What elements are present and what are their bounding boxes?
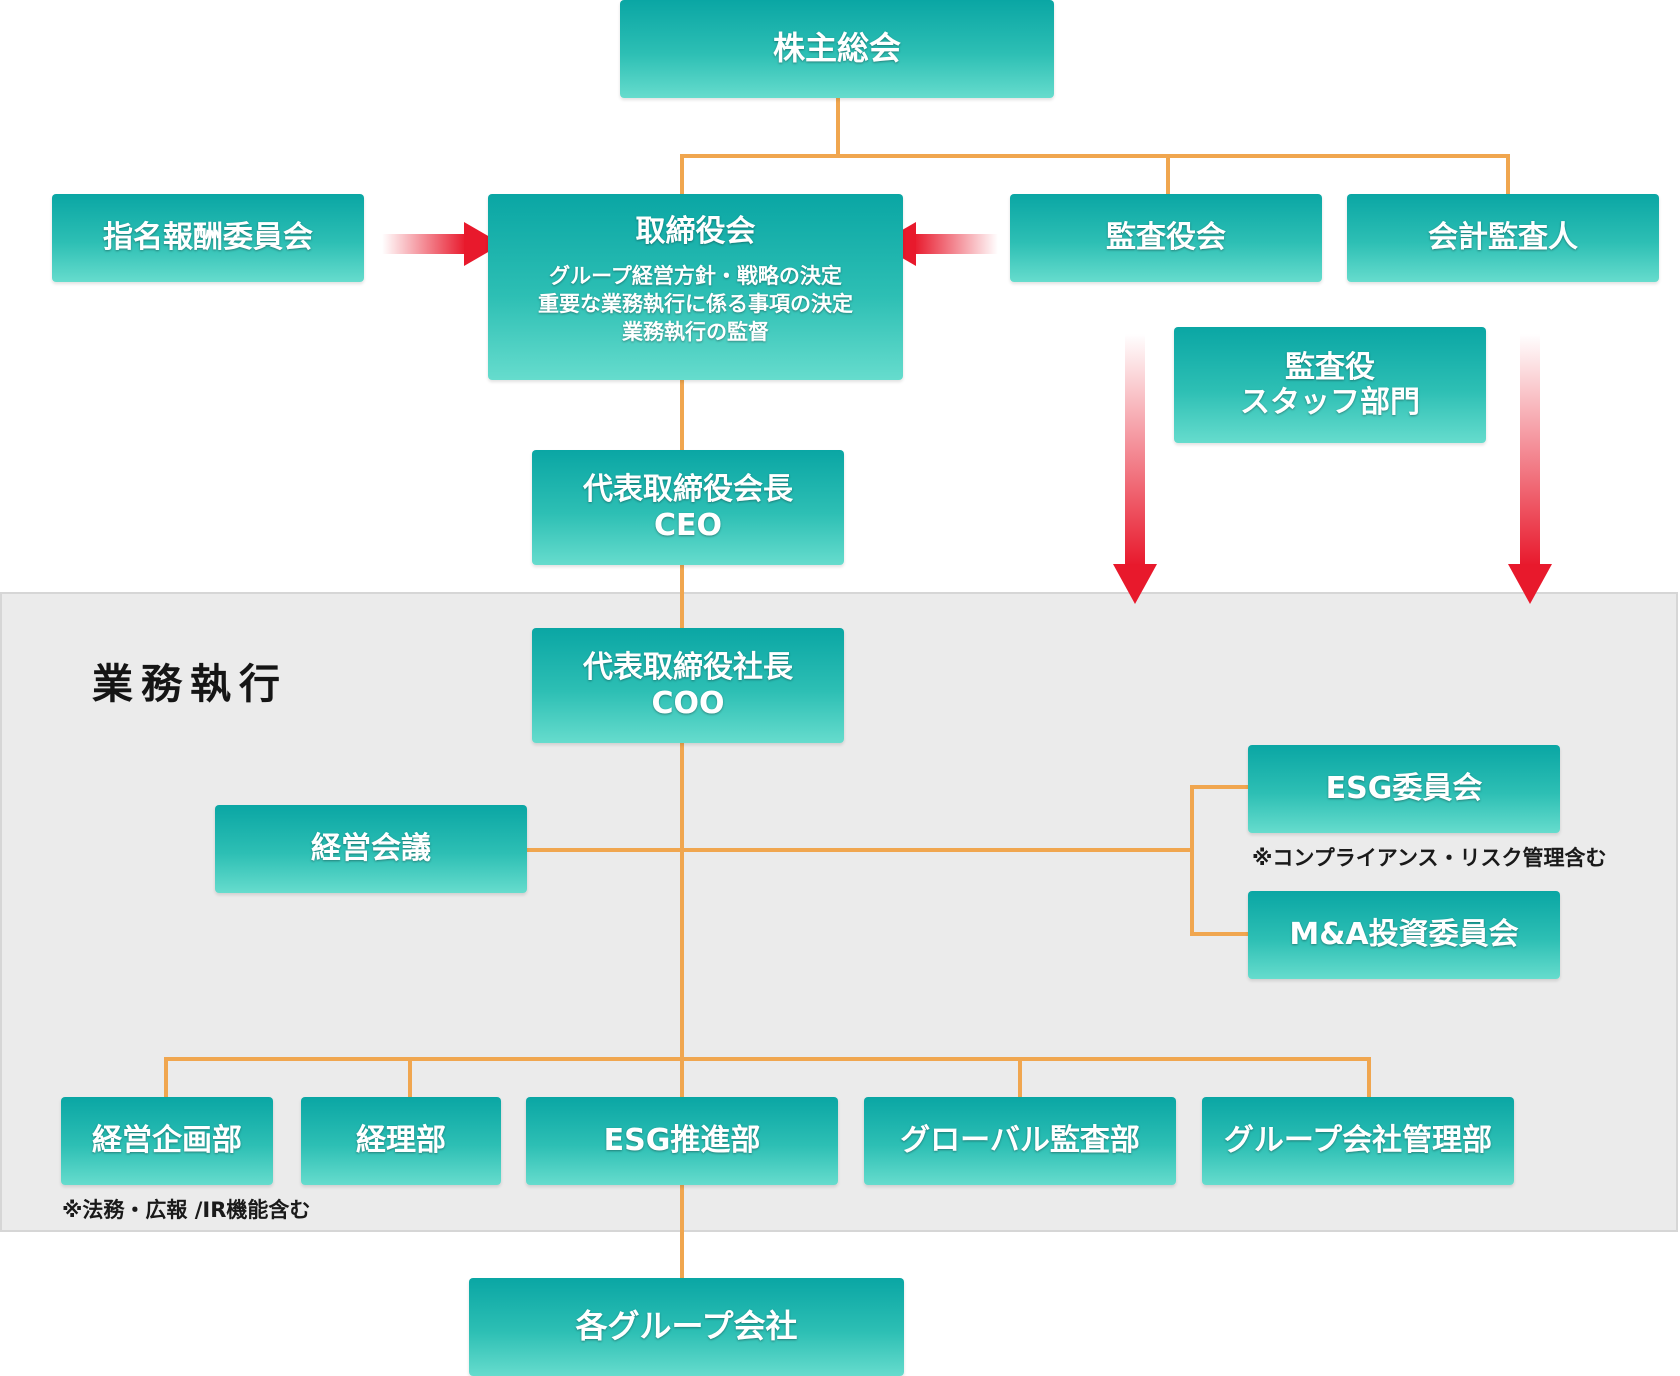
node-label: 経営会議 — [311, 831, 431, 867]
node-chairman-ceo[interactable]: 代表取締役会長 CEO — [532, 450, 844, 565]
node-label: M&A投資委員会 — [1289, 917, 1519, 953]
dept-planning-note: ※法務・広報 /IR機能含む — [62, 1198, 311, 1222]
arrow-nomination-to-board — [382, 222, 502, 266]
node-label: 経理部 — [356, 1123, 446, 1159]
node-label: 取締役会 — [635, 214, 756, 249]
node-dept-corporate-planning[interactable]: 経営企画部 — [61, 1097, 273, 1185]
node-label: グローバル監査部 — [900, 1123, 1140, 1159]
arrow-auditors-to-execution — [1113, 334, 1157, 604]
node-shareholders-meeting[interactable]: 株主総会 — [620, 0, 1054, 98]
node-label-line1: 代表取締役社長 — [583, 650, 793, 686]
execution-section-label: 業務執行 — [92, 660, 288, 708]
node-label-line2: スタッフ部門 — [1240, 385, 1420, 420]
node-accounting-auditor[interactable]: 会計監査人 — [1347, 194, 1659, 282]
node-dept-group-management[interactable]: グループ会社管理部 — [1202, 1097, 1514, 1185]
node-label: グループ会社管理部 — [1223, 1123, 1493, 1159]
node-management-meeting[interactable]: 経営会議 — [215, 805, 527, 893]
node-dept-esg-promotion[interactable]: ESG推進部 — [526, 1097, 838, 1185]
node-ma-investment-committee[interactable]: M&A投資委員会 — [1248, 891, 1560, 979]
node-label-line1: 監査役 — [1285, 349, 1375, 385]
node-label: ESG推進部 — [603, 1123, 761, 1159]
node-label: ESG委員会 — [1325, 771, 1483, 807]
node-label-line2: CEO — [653, 507, 722, 543]
node-group-companies[interactable]: 各グループ会社 — [469, 1278, 904, 1376]
esg-committee-note: ※コンプライアンス・リスク管理含む — [1252, 846, 1607, 870]
board-duty-supervision: 業務執行の監督 — [622, 319, 769, 344]
node-label: 株主総会 — [772, 29, 901, 68]
node-label: 経営企画部 — [92, 1123, 242, 1159]
node-auditor-staff[interactable]: 監査役 スタッフ部門 — [1174, 327, 1486, 443]
node-nomination-committee[interactable]: 指名報酬委員会 — [52, 194, 364, 282]
board-duty-strategy: グループ経営方針・戦略の決定 — [549, 264, 842, 289]
node-label: 指名報酬委員会 — [103, 220, 313, 256]
node-label: 各グループ会社 — [575, 1307, 798, 1346]
node-board-of-directors[interactable]: 取締役会 グループ経営方針・戦略の決定 重要な業務執行に係る事項の決定 業務執行… — [488, 194, 903, 380]
arrow-accounting-auditor-to-execution — [1508, 334, 1552, 604]
node-president-coo[interactable]: 代表取締役社長 COO — [532, 628, 844, 743]
node-label-line2: COO — [651, 685, 725, 721]
node-dept-accounting[interactable]: 経理部 — [301, 1097, 501, 1185]
node-dept-global-audit[interactable]: グローバル監査部 — [864, 1097, 1176, 1185]
node-label: 会計監査人 — [1428, 220, 1578, 256]
node-audit-board[interactable]: 監査役会 — [1010, 194, 1322, 282]
node-label-line1: 代表取締役会長 — [583, 472, 793, 508]
node-label: 監査役会 — [1106, 220, 1226, 256]
board-duty-decisions: 重要な業務執行に係る事項の決定 — [538, 292, 853, 317]
node-esg-committee[interactable]: ESG委員会 — [1248, 745, 1560, 833]
